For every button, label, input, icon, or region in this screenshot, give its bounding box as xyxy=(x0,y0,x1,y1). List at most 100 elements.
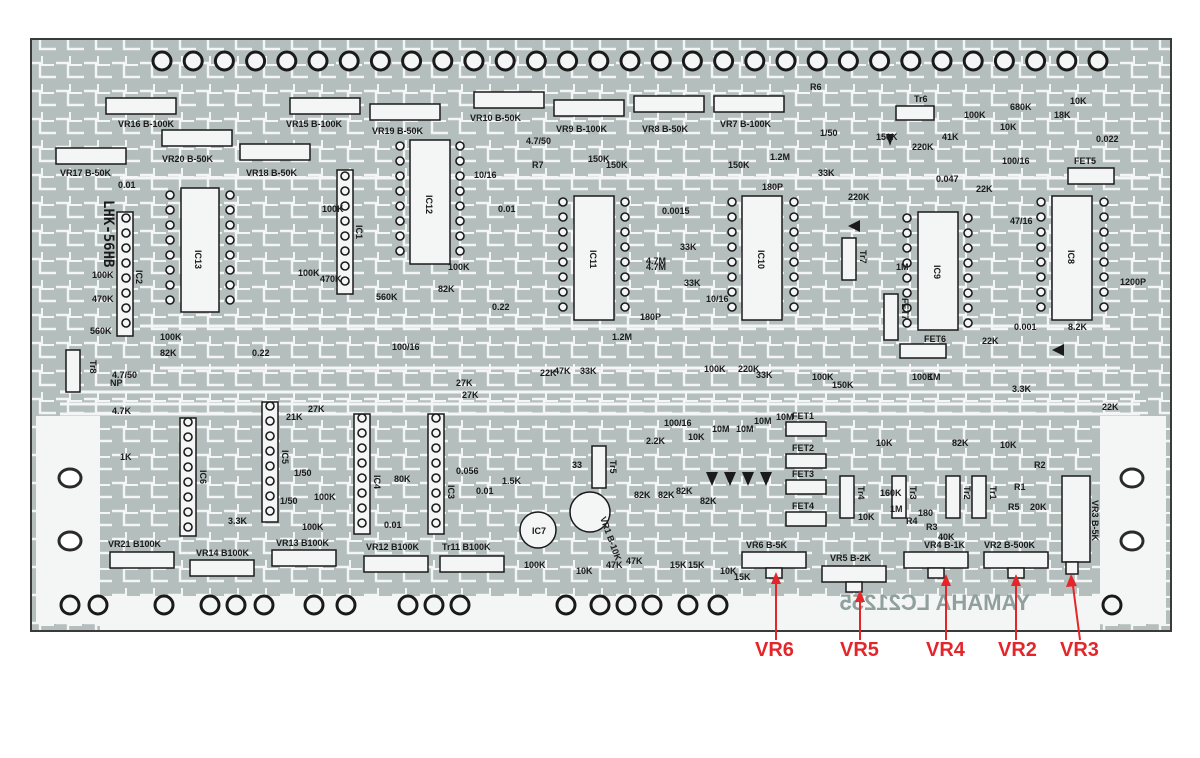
pot-vr7: VR7 B-100K xyxy=(713,95,785,129)
pot-label: VR5 B-2K xyxy=(830,553,872,563)
component-value: 3.3K xyxy=(1012,384,1032,394)
component-value: 82K xyxy=(676,486,693,496)
callout-vr5: VR5 xyxy=(840,590,879,661)
ic-pin xyxy=(357,473,367,483)
ic-pin xyxy=(165,190,175,200)
connector-pad xyxy=(775,50,797,72)
ic-pin xyxy=(902,258,912,268)
component-value: 180 xyxy=(918,508,933,518)
component-value: R3 xyxy=(926,522,938,532)
ic-pin xyxy=(357,428,367,438)
callout-vr4: VR4 xyxy=(926,574,966,661)
component-value: 1.2M xyxy=(612,332,632,342)
ic-pin xyxy=(165,265,175,275)
connector-pad xyxy=(432,50,454,72)
component-value: 4.7M xyxy=(646,256,666,266)
component-value: 1/50 xyxy=(280,496,298,506)
connector-pads-bottom xyxy=(59,594,1123,616)
ic-pin xyxy=(727,212,737,222)
component-value: 2.2K xyxy=(646,436,666,446)
ic-pin xyxy=(431,488,441,498)
ic-pin xyxy=(902,228,912,238)
component-value: 220K xyxy=(738,364,760,374)
pot-label: VR6 B-5K xyxy=(746,540,788,550)
top-potentiometers: VR16 B-100K VR15 B-100K VR19 B-50K VR10 … xyxy=(55,91,785,178)
ic-pin xyxy=(395,246,405,256)
component-value: 100K xyxy=(92,270,114,280)
ic-pin xyxy=(455,246,465,256)
fet-label: FET5 xyxy=(1074,156,1096,166)
component-value: 10K xyxy=(576,566,593,576)
ic-pin xyxy=(165,280,175,290)
ic-pin xyxy=(727,272,737,282)
component-value: 100K xyxy=(160,332,182,342)
ic-pin xyxy=(357,503,367,513)
component-value: 82K xyxy=(160,348,177,358)
ic-pin xyxy=(902,303,912,313)
pot-vr9: VR9 B-100K xyxy=(553,99,625,134)
component-value: 100K xyxy=(448,262,470,272)
ic-pin xyxy=(183,447,193,457)
ic-pin xyxy=(1099,227,1109,237)
connector-pad xyxy=(931,50,953,72)
ic-pin xyxy=(558,212,568,222)
ic-pin xyxy=(121,243,131,253)
pot-vr2: VR2 B-500K xyxy=(983,540,1049,579)
ic-pins xyxy=(121,141,1109,532)
component-value: 22K xyxy=(976,184,993,194)
ic-pin xyxy=(183,462,193,472)
ic-pin xyxy=(265,431,275,441)
connector-pad xyxy=(900,50,922,72)
ic-pin xyxy=(1036,242,1046,252)
ic-pin xyxy=(225,190,235,200)
connector-pad xyxy=(87,594,109,616)
connector-pad xyxy=(1087,50,1109,72)
connector-pad xyxy=(253,594,275,616)
component-value: 100K xyxy=(704,364,726,374)
pot-vr3: VR3 B-5K xyxy=(1061,475,1100,575)
ic-pin xyxy=(1099,272,1109,282)
component-value: 10K xyxy=(720,566,737,576)
pot-vr19: VR19 B-50K xyxy=(369,103,441,136)
ic-pin xyxy=(395,231,405,241)
component-value: 100K xyxy=(322,204,344,214)
fet5: FET5 xyxy=(1067,156,1115,185)
ic-pin xyxy=(225,265,235,275)
component-value: 10K xyxy=(688,432,705,442)
component-value: 22K xyxy=(1102,402,1119,412)
ic-pin xyxy=(1099,212,1109,222)
ic-pin xyxy=(431,473,441,483)
ic-pin xyxy=(431,443,441,453)
component-value: 100/16 xyxy=(1002,156,1030,166)
component-value: 21K xyxy=(286,412,303,422)
component-value: 0.01 xyxy=(384,520,402,530)
ic-pin xyxy=(265,476,275,486)
component-value: R1 xyxy=(1014,482,1026,492)
component-value: 1.5K xyxy=(502,476,522,486)
brand-mark: YAMAHA LC21255 xyxy=(840,590,1030,615)
ic-pin xyxy=(357,488,367,498)
ic7: IC7 xyxy=(519,511,557,549)
pot-label: VR18 B-50K xyxy=(246,168,298,178)
ic-pin xyxy=(727,242,737,252)
component-value: 0.056 xyxy=(456,466,479,476)
ic-pin xyxy=(789,212,799,222)
component-value: R7 xyxy=(532,160,544,170)
ic-pin xyxy=(431,503,441,513)
connector-pad xyxy=(449,594,471,616)
ic-pin xyxy=(558,242,568,252)
ic-pin xyxy=(963,213,973,223)
ic-pin xyxy=(340,231,350,241)
pot-label: VR9 B-100K xyxy=(556,124,608,134)
ic-pin xyxy=(265,416,275,426)
connector-pad xyxy=(307,50,329,72)
pot-vr6: VR6 B-5K xyxy=(741,540,807,579)
ic10: IC10 xyxy=(741,195,783,321)
ic-pin xyxy=(963,303,973,313)
ic-pin xyxy=(1099,302,1109,312)
fet7: FET7 xyxy=(883,293,910,341)
ic-pin xyxy=(620,302,630,312)
ic-pin xyxy=(558,257,568,267)
ic-pin xyxy=(455,156,465,166)
component-value: 33K xyxy=(680,242,697,252)
